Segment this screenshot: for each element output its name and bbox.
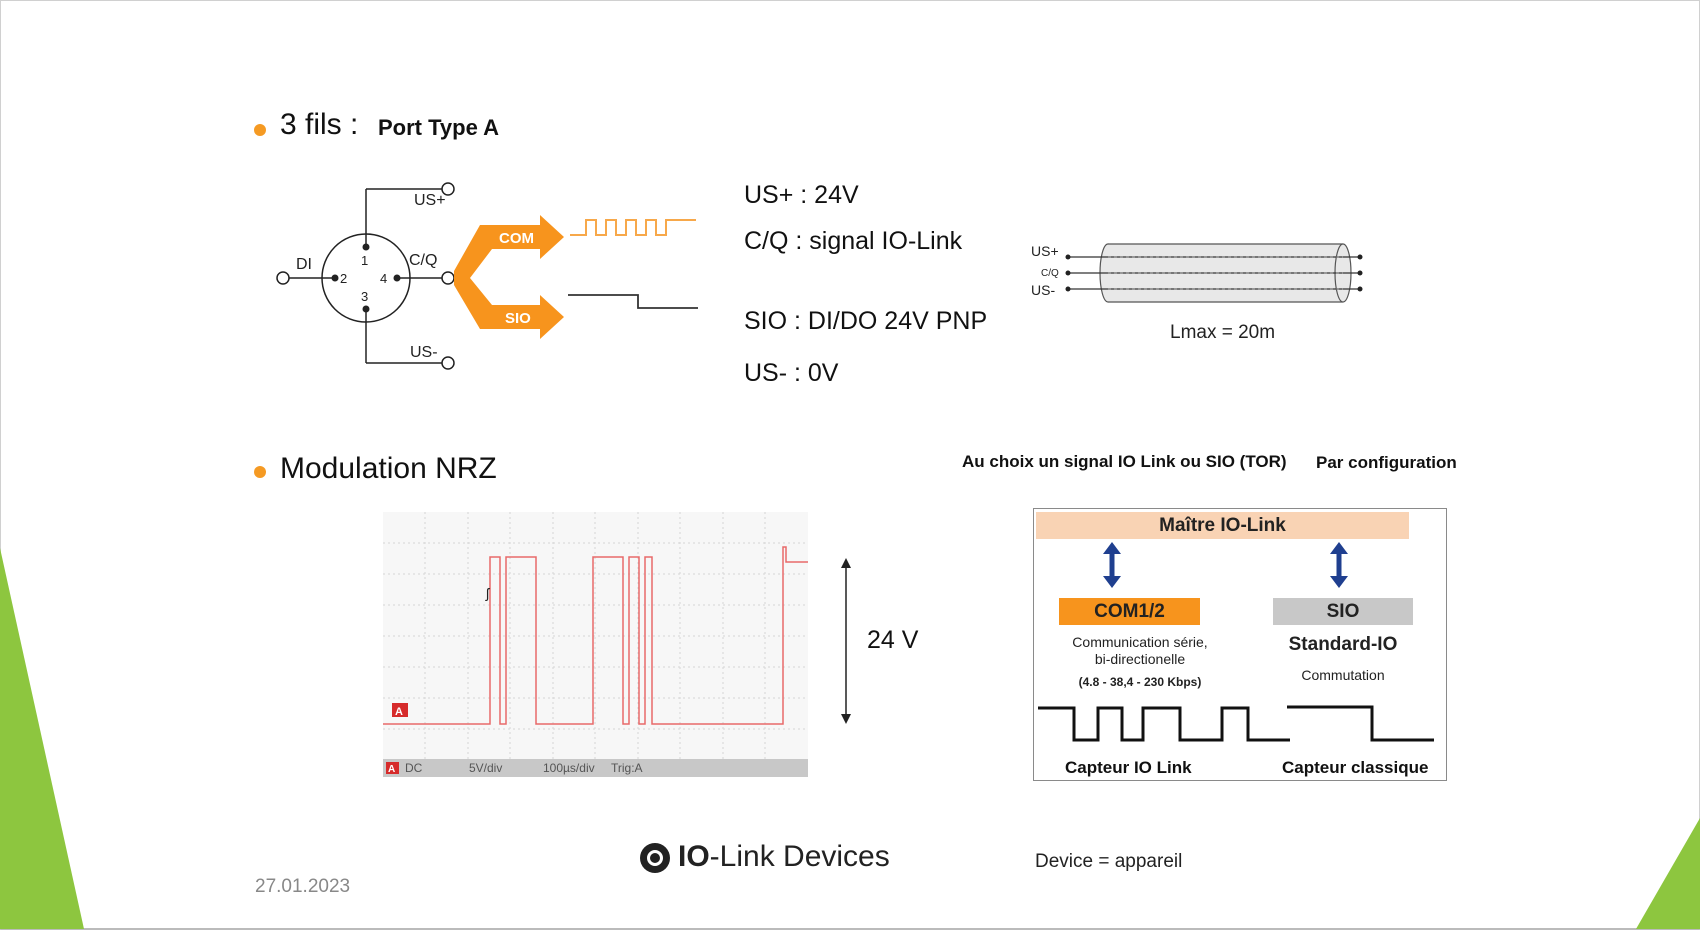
spec-us-minus: US- : 0V: [744, 359, 839, 387]
io-link-logo-icon: [640, 843, 670, 873]
sio-commutation-label: Commutation: [1301, 667, 1385, 683]
pin-3-label: 3: [361, 289, 368, 304]
io-link-waveform: [1038, 706, 1290, 742]
us-plus-label: US+: [414, 192, 446, 209]
voltage-label: 24 V: [867, 626, 919, 654]
scope-channel-marker: A: [395, 706, 403, 718]
section-heading-modulation: Modulation NRZ: [280, 452, 497, 485]
scope-coupling: DC: [405, 761, 423, 775]
device-translation-note: Device = appareil: [1035, 851, 1183, 872]
spec-sio: SIO : DI/DO 24V PNP: [744, 307, 988, 335]
connector-diagram: 1 2 3 4 US+ US- DI C/Q COM SIO: [276, 182, 698, 370]
cable-diagram: US+ C/Q US-: [1031, 243, 1363, 303]
logo-rest-part: -Link Devices: [709, 840, 890, 873]
com-desc-line2: bi-directionelle: [1094, 651, 1186, 667]
voltage-range-arrow: [841, 558, 851, 724]
spec-cq: C/Q : signal IO-Link: [744, 227, 963, 255]
bullet-dot: [254, 124, 266, 136]
scope-trigger: Trig:A: [611, 761, 643, 775]
com-label: COM: [499, 230, 534, 247]
com-mode-badge: COM1/2: [1059, 598, 1200, 625]
caption-io-link-sensor: Capteur IO Link: [1065, 758, 1192, 777]
bullet-dot: [254, 466, 266, 478]
scope-volts-per-div: 5V/div: [469, 761, 502, 775]
com-data-rates: (4.8 - 38,4 - 230 Kbps): [1078, 675, 1202, 689]
scope-time-per-div: 100µs/div: [543, 761, 595, 775]
left-green-triangle: [0, 548, 84, 929]
cable-us-plus: US+: [1031, 243, 1059, 259]
orange-split-arrows: [454, 215, 564, 339]
sio-label: SIO: [505, 310, 531, 327]
sio-mode-badge: SIO: [1273, 598, 1413, 625]
spec-us-plus: US+ : 24V: [744, 181, 859, 209]
com-desc-line1: Communication série,: [1072, 634, 1208, 650]
cable-cq: C/Q: [1041, 268, 1059, 279]
logo-bold-part: IO: [678, 840, 710, 873]
com-pulse-signal: [570, 219, 696, 236]
sio-standard-title: Standard-IO: [1288, 634, 1398, 655]
classic-waveform: [1287, 705, 1434, 742]
di-label: DI: [296, 256, 312, 273]
bidirectional-arrow-icon: [1330, 542, 1348, 588]
cable-us-minus: US-: [1031, 282, 1055, 298]
cable-length-label: Lmax = 20m: [1170, 322, 1276, 343]
slide-date: 27.01.2023: [255, 876, 351, 897]
pin-2-label: 2: [340, 271, 347, 286]
io-link-devices-logo: IO-Link Devices: [678, 840, 890, 874]
cq-label: C/Q: [409, 252, 437, 269]
sio-step-signal: [568, 294, 698, 309]
config-title-left: Au choix un signal IO Link ou SIO (TOR): [962, 452, 1287, 471]
svg-text:A: A: [388, 764, 395, 775]
section-heading-3-fils: 3 fils :: [280, 108, 359, 141]
bidirectional-arrow-icon: [1103, 542, 1121, 588]
config-title-right: Par configuration: [1316, 453, 1457, 472]
port-type-label: Port Type A: [378, 115, 500, 140]
pin-4-label: 4: [380, 271, 387, 286]
oscilloscope-screen: A ʃ A DC 5V/div 100µs/div Trig:A: [383, 512, 808, 777]
master-io-link-bar: Maître IO-Link: [1036, 512, 1409, 539]
caption-classic-sensor: Capteur classique: [1282, 758, 1429, 777]
trigger-symbol: ʃ: [485, 585, 491, 601]
right-green-triangle: [1636, 818, 1700, 929]
nrz-signal-trace: [383, 546, 808, 725]
config-signal-waveforms: [1038, 705, 1434, 742]
pin-1-label: 1: [361, 253, 368, 268]
config-panel: [1033, 508, 1447, 781]
us-minus-label: US-: [410, 344, 438, 361]
